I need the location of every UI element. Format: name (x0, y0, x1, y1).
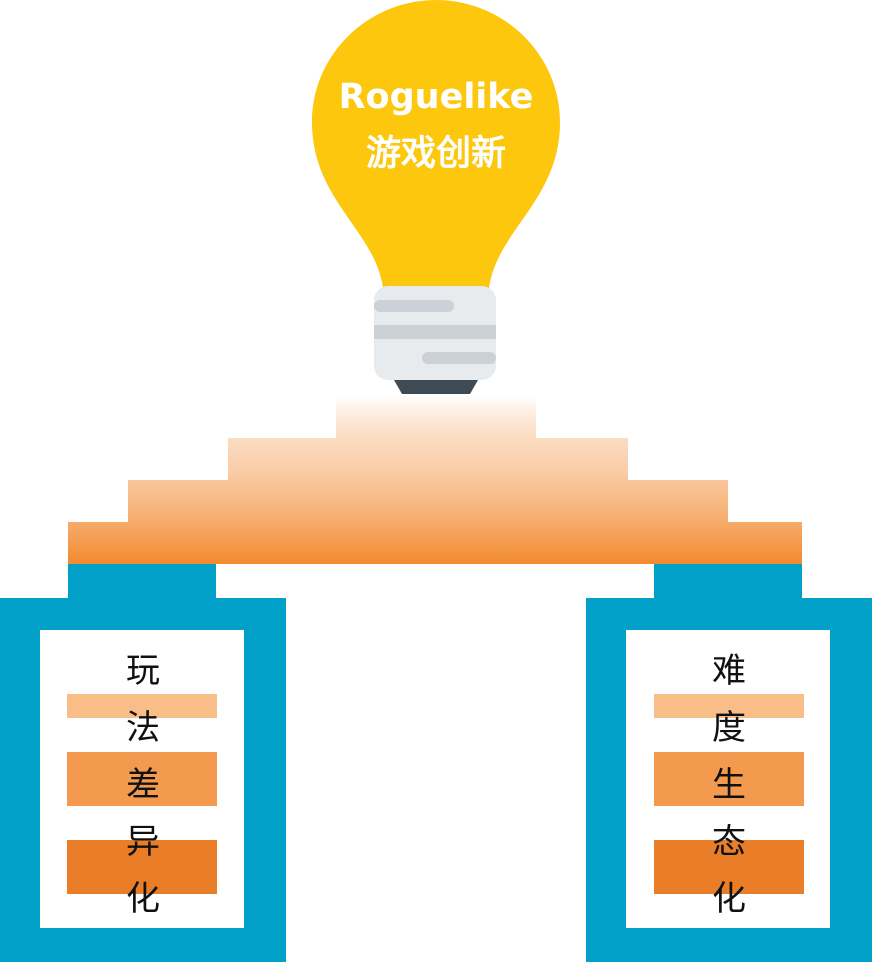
left-bin-char-0: 玩 (126, 651, 160, 691)
bulb-glass (312, 0, 560, 288)
right-bar-mid (654, 752, 804, 806)
left-bin-char-3: 异 (126, 822, 160, 862)
bulb-title-line1: Roguelike (339, 77, 534, 117)
left-bin-neck (68, 564, 216, 598)
right-bin-char-2: 生 (712, 765, 746, 805)
left-bar-dark (67, 840, 217, 894)
right-bin-char-0: 难 (712, 651, 746, 691)
left-bin-char-1: 法 (126, 708, 160, 748)
right-bin-char-3: 态 (712, 822, 746, 862)
right-bar-dark (654, 840, 804, 894)
bulb-tip (394, 380, 478, 394)
left-bin-char-2: 差 (126, 765, 160, 805)
bulb-base (374, 286, 496, 380)
stepped-bridge (68, 396, 802, 564)
bulb-title-line2: 游戏创新 (366, 134, 506, 174)
right-bin-char-4: 化 (712, 879, 746, 919)
light-bulb: Roguelike 游戏创新 (312, 0, 560, 394)
right-bar-light (654, 694, 804, 718)
left-bin-char-4: 化 (126, 879, 160, 919)
right-bin-neck (654, 564, 802, 598)
left-bar-light (67, 694, 217, 718)
left-bar-mid (67, 752, 217, 806)
right-bin-char-1: 度 (712, 708, 746, 748)
